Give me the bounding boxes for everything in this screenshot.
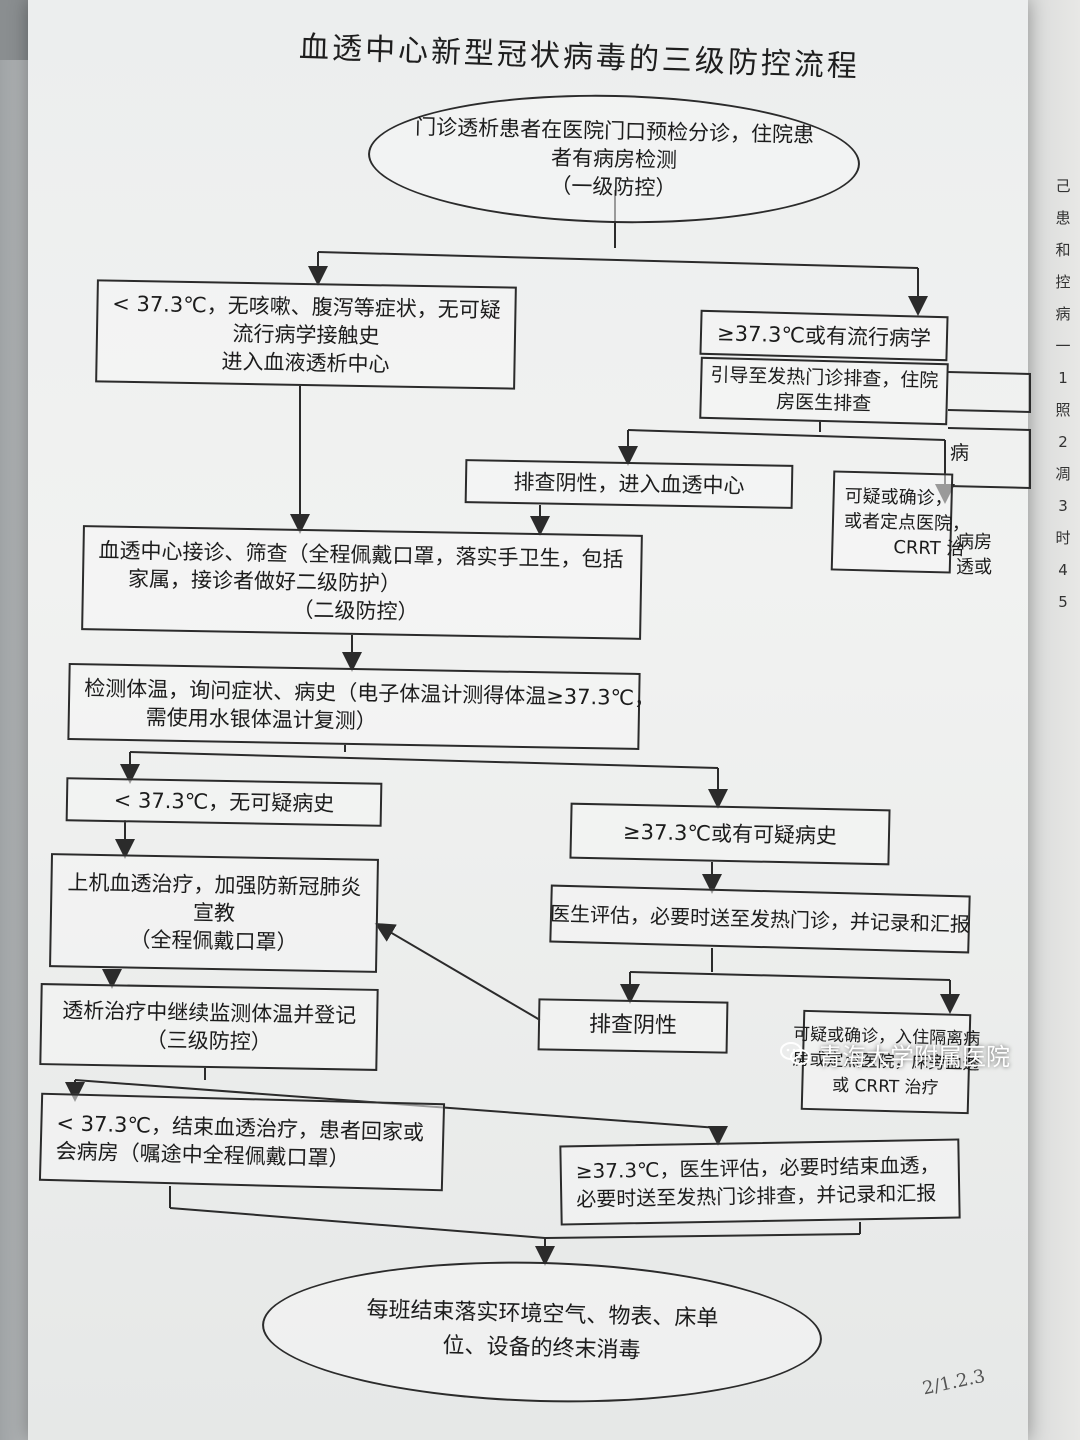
guide-line-1: 引导至发热门诊排查，住院 (710, 364, 939, 392)
monitor-line-1: 透析治疗中继续监测体温并登记 (62, 998, 357, 1028)
negative1-box: 排查阴性，进入血透中心 (464, 459, 794, 509)
next-page-char: 3 (1058, 497, 1068, 515)
normal1-line-3: 进入血液透析中心 (221, 349, 390, 376)
assess-box: 医生评估，必要时送至发热门诊，并记录和汇报 (549, 884, 971, 954)
watermark-text: 青海大学附属医院 (818, 1042, 1010, 1071)
measure-line-2: 需使用水银体温计复测） (145, 704, 377, 733)
next-page-char: 控 (1055, 273, 1071, 291)
suspect1-cutoff-line-1: 病房 (956, 532, 992, 553)
assess-line-1: 医生评估，必要时送至发热门诊，并记录和汇报 (549, 901, 971, 937)
next-page-char: 和 (1055, 241, 1071, 259)
cutoff-box-right-1 (947, 371, 1031, 414)
next-page-char: 照 (1055, 401, 1071, 419)
guide-line-2: 房医生排查 (775, 390, 872, 416)
suspect1-cutoff-text: 病房 透或 (956, 530, 992, 580)
connector-guide-split (627, 429, 946, 441)
watermark: 青海大学附属医院 (780, 1032, 1060, 1076)
connector-end-fever-merge (544, 1233, 861, 1239)
next-page-char: 病 (1055, 305, 1071, 323)
end-normal-box: < 37.3℃，结束血透治疗，患者回家或 会病房（嘱途中全程佩戴口罩） (38, 1092, 446, 1192)
dialysis-line-2: 宣教 (192, 900, 236, 926)
connector-measure-split (129, 751, 719, 769)
connector-end-merge (169, 1207, 546, 1239)
dialysis-line-1: 上机血透治疗，加强防新冠肺炎 (67, 870, 362, 900)
suspect1-line-2: 或者定点医院， (843, 510, 971, 535)
negative1-line-1: 排查阴性，进入血透中心 (513, 469, 745, 499)
connector-split-1 (317, 251, 919, 269)
cutoff-box-right-2 (947, 427, 1031, 490)
suspect1-cutoff-line-2: 透或 (956, 557, 992, 578)
reception-box: 血透中心接诊、筛查（全程佩戴口罩，落实手卫生，包括 家属，接诊者做好二级防护） … (81, 525, 643, 640)
normal1-box: < 37.3℃，无咳嗽、腹泻等症状，无可疑 流行病学接触史 进入血液透析中心 (95, 279, 517, 390)
normal1-line-2: 流行病学接触史 (232, 321, 380, 348)
next-page-char: 凋 (1055, 465, 1071, 483)
dialysis-line-3: （全程佩戴口罩） (129, 927, 298, 955)
monitor-line-2: （三级防控） (145, 1027, 272, 1055)
monitor-box: 透析治疗中继续监测体温并登记 （三级防控） (39, 983, 379, 1071)
connector-negative2-dialysis (374, 922, 541, 1021)
suspect1-box: 可疑或确诊， 或者定点医院， CRRT 治 (830, 470, 970, 574)
suspect1-line-3: CRRT 治 (893, 536, 965, 560)
start-line-2: 者有病房检测 (550, 145, 678, 173)
final-line-2: 位、设备的终末消毒 (442, 1333, 641, 1364)
end-fever-line-2: 必要时送至发热门诊排查，并记录和汇报 (576, 1180, 937, 1212)
wechat-icon (780, 1041, 810, 1067)
connector-assess-split (629, 971, 951, 981)
next-page-text: 己患和控病一 1 照 2 凋 3 时 4 5 (1052, 170, 1074, 618)
start-line-3: （一级防控） (550, 173, 677, 201)
next-page-char: 一 (1055, 337, 1071, 355)
start-line-1: 门诊透析患者在医院门口预检分诊，住院患 (414, 114, 815, 148)
suspect1-line-1: 可疑或确诊， (844, 485, 953, 510)
next-page-char: 己 (1055, 177, 1071, 195)
normal1-line-1: < 37.3℃，无咳嗽、腹泻等症状，无可疑 (111, 291, 501, 322)
next-page-char: 2 (1058, 433, 1068, 451)
next-page-char: 时 (1055, 529, 1071, 547)
suspect2-line-3: 或 CRRT 治疗 (831, 1075, 939, 1098)
measure-box: 检测体温，询问症状、病史（电子体温计测得体温≥37.3℃， 需使用水银体温计复测… (67, 663, 655, 750)
normal2-box: < 37.3℃，无可疑病史 (65, 777, 383, 827)
end-fever-box: ≥37.3℃，医生评估，必要时结束血透， 必要时送至发热门诊排查，并记录和汇报 (559, 1138, 961, 1226)
fever1-line-1: ≥37.3℃或有流行病学 (716, 320, 932, 351)
next-page-char: 5 (1058, 593, 1068, 611)
fever2-box: ≥37.3℃或有可疑病史 (569, 802, 891, 866)
next-page-char: 1 (1058, 369, 1068, 387)
normal2-line-1: < 37.3℃，无可疑病史 (113, 788, 335, 816)
next-page-char: 4 (1058, 561, 1068, 579)
fever1-box: ≥37.3℃或有流行病学 (699, 309, 949, 362)
negative2-box: 排查阴性 (537, 998, 729, 1054)
final-line-1: 每班结束落实环境空气、物表、床单 (366, 1297, 719, 1332)
negative2-line-1: 排查阴性 (588, 1012, 678, 1039)
guide-cutoff-text: 病 (950, 442, 970, 464)
fever2-line-1: ≥37.3℃或有可疑病史 (622, 819, 838, 849)
dialysis-box: 上机血透治疗，加强防新冠肺炎 宣教 （全程佩戴口罩） (49, 853, 379, 973)
reception-line-3: （二级防控） (292, 597, 419, 624)
next-page-char: 患 (1055, 209, 1071, 227)
guide-box: 引导至发热门诊排查，住院 房医生排查 (699, 356, 949, 426)
